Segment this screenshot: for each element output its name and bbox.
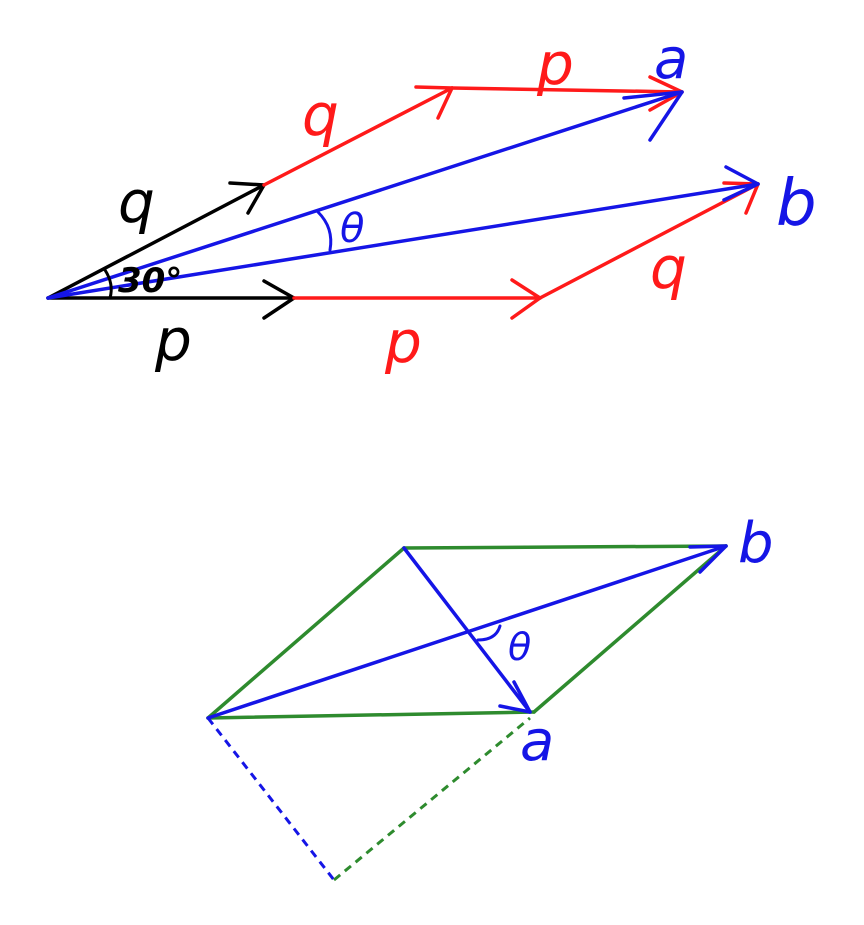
label-a-top: a [654, 27, 688, 92]
vector-q-red-top [262, 86, 454, 187]
label-theta-top: θ [340, 206, 364, 252]
vector-q-red-bottom [538, 182, 760, 300]
label-theta-bottom: θ [508, 625, 531, 669]
arrowhead-b-blue [722, 165, 760, 202]
bottom-diagram: b a θ [206, 511, 774, 882]
label-q-red-bottom: q [650, 234, 687, 302]
dashed-line-green [333, 716, 531, 882]
label-b-bottom: b [738, 511, 774, 576]
green-edge-right [532, 544, 728, 714]
angle-arc-theta-bottom [476, 624, 502, 642]
label-b-top: b [776, 167, 817, 241]
label-p-red-top: p [536, 30, 574, 98]
vector-q-black [46, 183, 266, 300]
arrowhead-a-blue-bottom [498, 680, 532, 714]
angle-arc-30 [103, 268, 113, 300]
dashed-line-blue [206, 717, 336, 881]
angle-arc-theta [316, 210, 333, 252]
label-p-black: p [154, 306, 192, 374]
vector-a-blue-bottom [402, 546, 532, 714]
top-diagram: p q 30° q p p q a b θ [46, 27, 817, 376]
vector-b-blue [46, 182, 760, 300]
label-angle-30: 30° [118, 261, 182, 301]
label-q-black: q [118, 168, 155, 236]
label-p-red-bottom: p [384, 308, 422, 376]
arrowhead-a-blue [622, 90, 684, 142]
green-edge-bottom [206, 710, 536, 720]
green-edge-top [402, 544, 728, 550]
arrowhead-b-blue-bottom [688, 544, 728, 574]
label-q-red-top: q [302, 81, 339, 149]
green-edge-left [206, 546, 406, 720]
vector-a-blue [46, 90, 684, 300]
vector-p-red-top [450, 86, 684, 94]
label-a-bottom: a [520, 709, 554, 774]
